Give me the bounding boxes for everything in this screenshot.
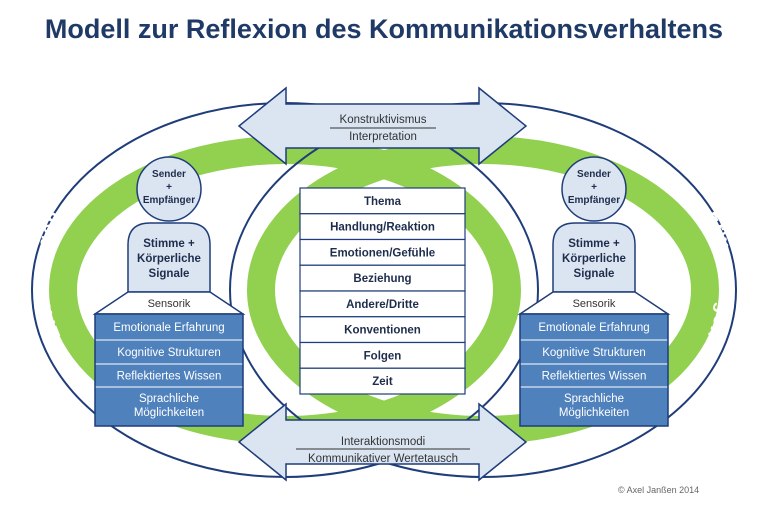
knowledge-layer xyxy=(94,339,244,365)
knowledge-layer-label: Möglichkeiten xyxy=(559,407,629,419)
person-head xyxy=(136,156,202,222)
person-head-label: Empfänger xyxy=(143,195,195,206)
top-arrow-line1: Konstruktivismus xyxy=(340,114,427,126)
person-body xyxy=(127,222,211,293)
knowledge-layer-label: Reflektiertes Wissen xyxy=(542,371,647,383)
topic-label: Emotionen/Gefühle xyxy=(330,247,435,259)
knowledge-layer xyxy=(519,313,669,341)
topic-label: Andere/Dritte xyxy=(346,299,419,311)
center-topic-list: ThemaHandlung/ReaktionEmotionen/GefühleB… xyxy=(299,187,466,395)
person-head-label: Empfänger xyxy=(568,195,620,206)
knowledge-layer xyxy=(94,386,244,427)
bottom-arrow-line1: Interaktionsmodi xyxy=(341,436,425,448)
person-body-label: Signale xyxy=(149,268,190,280)
top-arrow-line2: Interpretation xyxy=(349,131,417,143)
knowledge-layer xyxy=(519,339,669,365)
person-head-label: Sender xyxy=(152,169,186,180)
knowledge-layer-label: Möglichkeiten xyxy=(134,407,204,419)
knowledge-stack-outline xyxy=(519,313,669,427)
topic-label: Zeit xyxy=(372,376,393,388)
knowledge-layer-label: Sprachliche xyxy=(139,393,199,405)
person-body-label: Körperliche xyxy=(137,253,201,265)
sensorik-label: Sensorik xyxy=(573,298,616,310)
person-body xyxy=(552,222,636,293)
topic-cell xyxy=(299,367,466,395)
topic-cell xyxy=(299,290,466,318)
topic-cell xyxy=(299,341,466,369)
topic-label: Konventionen xyxy=(344,325,421,337)
person-body-label: Signale xyxy=(574,268,615,280)
person-head-label: Sender xyxy=(577,169,611,180)
top-double-arrow: Konstruktivismus Interpretation xyxy=(237,86,528,166)
person-head-label: + xyxy=(591,182,597,193)
topic-label: Thema xyxy=(364,196,402,208)
knowledge-stack-outline xyxy=(94,313,244,427)
topic-cell xyxy=(299,264,466,292)
knowledge-layer-label: Emotionale Erfahrung xyxy=(113,322,224,334)
copyright-notice: © Axel Janßen 2014 xyxy=(618,485,700,495)
knowledge-layer-label: Reflektiertes Wissen xyxy=(117,371,222,383)
bottom-arrow-line2: Kommunikativer Wertetausch xyxy=(308,453,458,465)
topic-cell xyxy=(299,187,466,215)
topic-label: Handlung/Reaktion xyxy=(330,222,435,234)
person-body-label: Stimme + xyxy=(143,238,195,250)
topic-label: Folgen xyxy=(364,350,402,362)
knowledge-layer-label: Kognitive Strukturen xyxy=(542,347,646,359)
topic-cell xyxy=(299,213,466,241)
person-head xyxy=(561,156,627,222)
person-body-label: Körperliche xyxy=(562,253,626,265)
knowledge-layer-label: Emotionale Erfahrung xyxy=(538,322,649,334)
topic-cell xyxy=(299,238,466,266)
knowledge-layer-label: Kognitive Strukturen xyxy=(117,347,221,359)
topic-label: Beziehung xyxy=(353,273,411,285)
page-title: Modell zur Reflexion des Kommunikationsv… xyxy=(44,14,724,44)
person-head-label: + xyxy=(166,182,172,193)
person-body-label: Stimme + xyxy=(568,238,620,250)
knowledge-layer xyxy=(94,313,244,341)
sensorik-label: Sensorik xyxy=(148,298,191,310)
topic-cell xyxy=(299,316,466,344)
knowledge-layer-label: Sprachliche xyxy=(564,393,624,405)
bottom-double-arrow: Interaktionsmodi Kommunikativer Wertetau… xyxy=(237,402,528,482)
